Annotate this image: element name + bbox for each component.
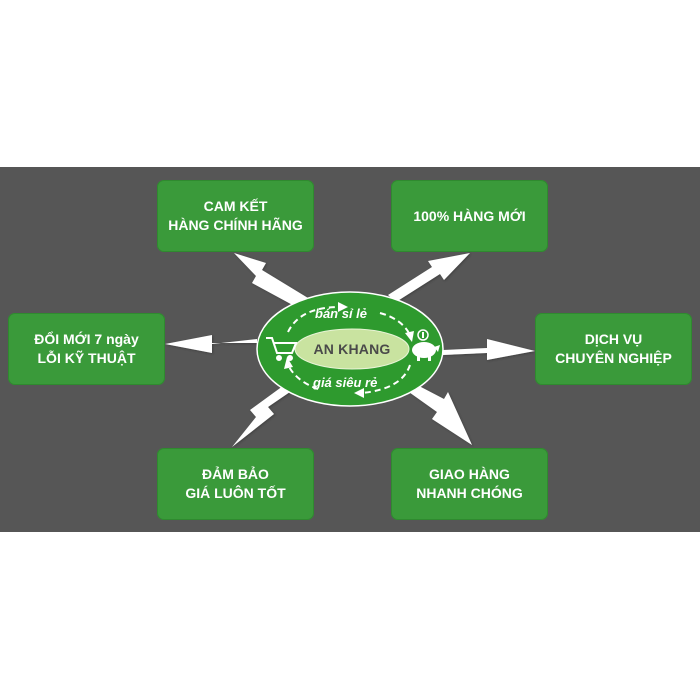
hub-cycle-arrow-bottom [361,364,411,394]
hub-center: AN KHANG [296,330,408,368]
feature-genuine-line2: HÀNG CHÍNH HÃNG [168,217,303,233]
arrow-to-mid-right [443,339,535,360]
feature-box-service: DỊCH VỤ CHUYÊN NGHIỆP [535,313,692,385]
feature-box-new: 100% HÀNG MỚI [391,180,548,252]
piggy-bank-icon [412,329,440,361]
feature-service-line1: DỊCH VỤ [584,331,643,347]
arrow-to-bottom-left [232,375,306,447]
feature-delivery-line1: GIAO HÀNG [429,466,510,482]
arrow-to-top-right [388,253,470,302]
hub-cycle-arrowhead-right [405,331,414,342]
feature-price-line2: GIÁ LUÔN TỐT [185,485,286,501]
hub-cycle-arrowhead-top [338,302,348,312]
arrow-to-mid-left [165,335,257,353]
feature-box-price: ĐẢM BẢO GIÁ LUÔN TỐT [157,448,314,520]
banner: CAM KẾT HÀNG CHÍNH HÃNG 100% HÀNG MỚI ĐỔ… [0,167,700,532]
arrow-to-top-left [234,253,308,309]
hub-brand-name: AN KHANG [313,341,391,357]
arrows-layer [165,253,535,447]
hub-center-ellipse [294,328,410,370]
hub-bottom-caption: giá siêu rẻ [313,375,378,390]
shopping-cart-icon [266,337,298,361]
feature-service-line2: CHUYÊN NGHIỆP [555,350,672,366]
hub-cycle-arrowhead-left [284,357,293,369]
feature-box-exchange: ĐỔI MỚI 7 ngày LỖI KỸ THUẬT [8,313,165,385]
feature-box-genuine: CAM KẾT HÀNG CHÍNH HÃNG [157,180,314,252]
hub-cycle-arrow-top [287,306,341,333]
feature-new-line1: 100% HÀNG MỚI [413,207,526,224]
feature-price-line1: ĐẢM BẢO [202,466,269,482]
feature-genuine-line1: CAM KẾT [203,198,268,214]
hub-cycle-arrow-bottom-left [287,364,319,390]
feature-box-delivery: GIAO HÀNG NHANH CHÓNG [391,448,548,520]
feature-exchange-line2: LỖI KỸ THUẬT [37,350,136,366]
feature-delivery-line2: NHANH CHÓNG [416,485,523,501]
hub-top-caption: bán sỉ lẻ [315,306,368,321]
feature-exchange-line1: ĐỔI MỚI 7 ngày [34,331,139,347]
hub-cycle-arrowhead-bottom [354,388,364,398]
